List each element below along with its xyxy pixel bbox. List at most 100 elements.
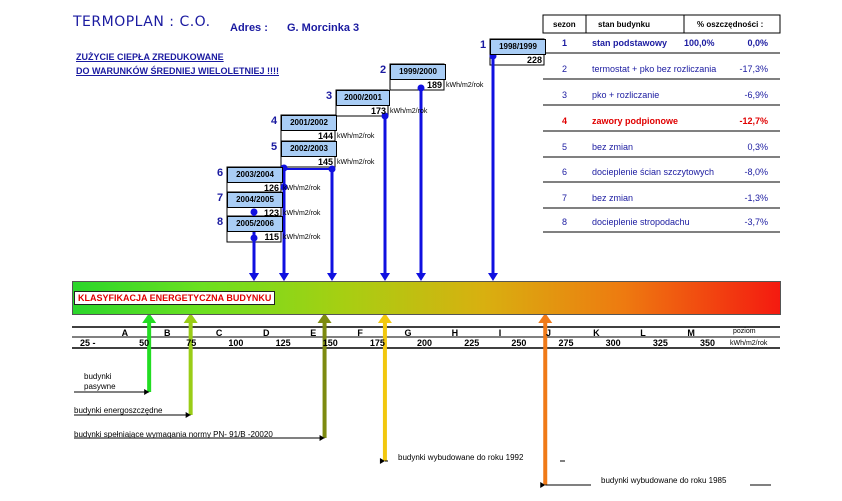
season-box: 2002/2003 bbox=[281, 141, 337, 157]
address-label: Adres : bbox=[230, 22, 268, 34]
class-letter: D bbox=[263, 328, 270, 338]
table-row-number: 7 bbox=[562, 193, 568, 203]
season-value: 123 bbox=[263, 208, 279, 218]
table-row-number: 4 bbox=[562, 116, 568, 126]
table-row-number: 1 bbox=[562, 38, 568, 48]
season-box: 2003/2004 bbox=[227, 167, 283, 183]
reference-label: budynki bbox=[84, 372, 112, 381]
scale-unit: kWh/m2/rok bbox=[730, 340, 768, 347]
scale-tick: 300 bbox=[605, 338, 621, 348]
season-unit: kWh/m2/rok bbox=[337, 133, 375, 140]
season-value: 173 bbox=[370, 106, 386, 116]
season-unit: kWh/m2/rok bbox=[446, 82, 484, 89]
reference-label: budynki wybudowane do roku 1992 bbox=[398, 453, 524, 462]
class-letter: K bbox=[593, 328, 600, 338]
season-box: 2004/2005 bbox=[227, 192, 283, 208]
table-row-state: pko + rozliczanie bbox=[592, 90, 660, 100]
company-title: TERMOPLAN : C.O. bbox=[73, 14, 211, 30]
scale-tick: 250 bbox=[511, 338, 527, 348]
class-letter: I bbox=[498, 328, 502, 338]
reference-arrow-head bbox=[377, 313, 392, 323]
season-arrow-head bbox=[279, 273, 289, 281]
scale-tick: 200 bbox=[417, 338, 433, 348]
table-row-state: zawory podpionowe bbox=[592, 116, 679, 126]
class-letter: L bbox=[640, 328, 646, 338]
scale-tick: 100 bbox=[228, 338, 244, 348]
scale-tick: 175 bbox=[369, 338, 385, 348]
table-header-state: stan budynku bbox=[598, 20, 651, 29]
season-number: 7 bbox=[217, 192, 224, 204]
class-letter: B bbox=[164, 328, 171, 338]
class-letter: M bbox=[687, 328, 695, 338]
reference-label: pasywne bbox=[84, 382, 116, 391]
season-value: 144 bbox=[317, 131, 333, 141]
class-letter: G bbox=[404, 328, 412, 338]
table-row-saving: -12,7% bbox=[739, 116, 768, 126]
chart-title: KLASYFIKACJA ENERGETYCZNA BUDYNKU bbox=[74, 291, 276, 305]
scale-tick: 125 bbox=[275, 338, 291, 348]
table-row-saving: -8,0% bbox=[744, 167, 768, 177]
scale-tick: 75 bbox=[186, 338, 197, 348]
scale-tick: 350 bbox=[699, 338, 715, 348]
table-row-percent: 100,0% bbox=[684, 38, 715, 48]
season-unit: kWh/m2/rok bbox=[283, 210, 321, 217]
table-header-saving: % oszczędności : bbox=[697, 20, 764, 29]
season-unit: kWh/m2/rok bbox=[390, 108, 428, 115]
note-line-1: ZUŻYCIE CIEPŁA ZREDUKOWANE bbox=[76, 52, 224, 62]
reference-label: budynki energoszczędne bbox=[74, 406, 163, 415]
class-letter: A bbox=[121, 328, 129, 338]
table-row-saving: -6,9% bbox=[744, 90, 768, 100]
season-arrow-head bbox=[416, 273, 426, 281]
reference-baseline-head bbox=[185, 412, 191, 418]
table-row-state: bez zmian bbox=[592, 193, 634, 203]
season-arrow-head bbox=[249, 273, 259, 281]
table-row-number: 2 bbox=[562, 64, 568, 74]
class-letter: H bbox=[451, 328, 459, 338]
reference-arrow-head bbox=[317, 313, 332, 323]
season-number: 4 bbox=[271, 115, 278, 127]
table-row-state: stan podstawowy bbox=[592, 38, 668, 48]
table-row-state: docieplenie ścian szczytowych bbox=[592, 167, 715, 177]
season-number: 2 bbox=[380, 64, 387, 76]
reference-arrow-head bbox=[538, 313, 553, 323]
class-letter: C bbox=[215, 328, 223, 338]
season-box: 1999/2000 bbox=[390, 64, 446, 80]
season-value: 228 bbox=[526, 55, 542, 65]
table-row-number: 8 bbox=[562, 217, 568, 227]
season-box: 2005/2006 bbox=[227, 216, 283, 232]
scale-first-tick: 25 - bbox=[80, 338, 96, 348]
reference-label: budynki spełniające wymagania normy PN- … bbox=[74, 430, 273, 439]
table-row-saving: -3,7% bbox=[744, 217, 768, 227]
season-unit: kWh/m2/rok bbox=[337, 159, 375, 166]
season-number: 5 bbox=[271, 141, 278, 153]
season-number: 6 bbox=[217, 167, 224, 179]
reference-baseline-head bbox=[144, 389, 150, 395]
reference-baseline-head bbox=[540, 482, 546, 488]
scale-tick: 225 bbox=[464, 338, 480, 348]
table-row-number: 6 bbox=[562, 167, 568, 177]
table-row-number: 5 bbox=[562, 142, 568, 152]
reference-arrow-head bbox=[183, 313, 198, 323]
class-letter: E bbox=[310, 328, 317, 338]
class-letter: J bbox=[545, 328, 551, 338]
table-row-saving: -1,3% bbox=[744, 193, 768, 203]
scale-tick: 150 bbox=[322, 338, 338, 348]
reference-baseline-head bbox=[379, 458, 385, 464]
season-arrow-head bbox=[488, 273, 498, 281]
table-row-number: 3 bbox=[562, 90, 568, 100]
season-value: 115 bbox=[264, 232, 279, 242]
reference-arrow-head bbox=[142, 313, 157, 323]
table-row-state: bez zmian bbox=[592, 142, 634, 152]
reference-label: budynki wybudowane do roku 1985 bbox=[601, 476, 727, 485]
class-letter: F bbox=[357, 328, 363, 338]
season-box: 2000/2001 bbox=[336, 90, 390, 106]
season-arrow-head bbox=[327, 273, 337, 281]
reference-baseline-head bbox=[319, 435, 325, 441]
table-header-frame bbox=[542, 14, 781, 34]
season-value: 145 bbox=[317, 157, 333, 167]
table-row-saving: -17,3% bbox=[739, 64, 768, 74]
season-number: 3 bbox=[326, 90, 333, 102]
season-value: 189 bbox=[426, 80, 442, 90]
table-row-saving: 0,0% bbox=[747, 38, 768, 48]
season-box: 2001/2002 bbox=[281, 115, 337, 131]
